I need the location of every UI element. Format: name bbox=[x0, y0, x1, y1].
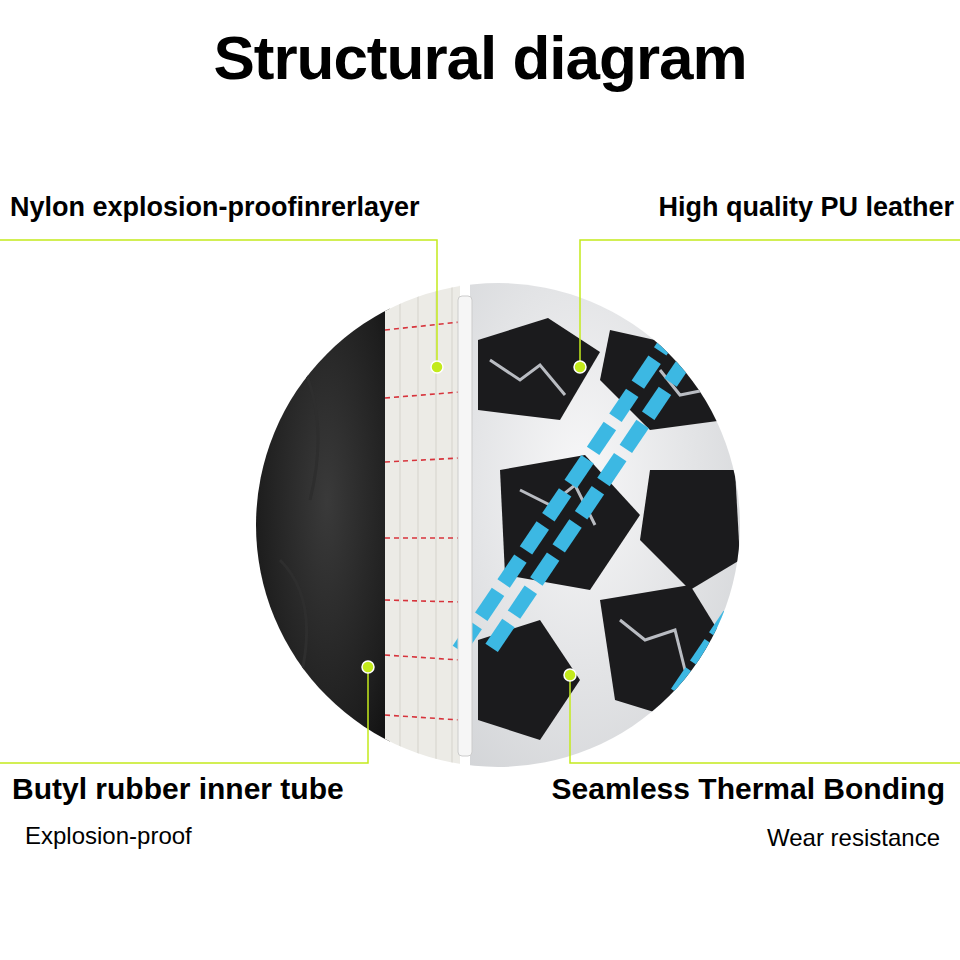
callout-label: Nylon explosion-proofinrerlayer bbox=[10, 192, 420, 223]
nylon-weave-line bbox=[400, 280, 401, 770]
blue-stripe bbox=[609, 389, 638, 422]
blue-stripe bbox=[632, 356, 661, 389]
nylon-red-threads bbox=[385, 322, 460, 720]
black-panel bbox=[600, 330, 725, 430]
red-thread bbox=[385, 600, 460, 602]
leader-line bbox=[580, 240, 960, 362]
leader-dot bbox=[574, 361, 586, 373]
blue-stripe bbox=[553, 519, 582, 552]
blue-stripe bbox=[620, 420, 649, 453]
blue-stripe bbox=[485, 619, 514, 652]
blue-stripe bbox=[520, 521, 549, 554]
blue-stripe bbox=[542, 488, 571, 521]
callout-label: Butyl rubber inner tube bbox=[12, 772, 344, 807]
layer-divider bbox=[458, 296, 472, 756]
blue-stripe bbox=[664, 353, 693, 386]
ball-cutaway bbox=[250, 280, 750, 770]
blue-stripe bbox=[642, 387, 671, 420]
black-panel bbox=[478, 318, 600, 420]
leader-lines bbox=[0, 240, 960, 763]
blue-stripe bbox=[597, 453, 626, 486]
callout-note: Explosion-proof bbox=[25, 822, 192, 850]
diagram-title: Structural diagram bbox=[0, 22, 960, 93]
blue-stripe bbox=[690, 639, 716, 668]
red-thread bbox=[385, 392, 460, 398]
leader-line bbox=[0, 672, 368, 763]
leader-dots bbox=[362, 361, 586, 681]
rubber-texture bbox=[280, 360, 318, 680]
blue-stripe bbox=[709, 611, 735, 640]
blue-stripe bbox=[587, 422, 616, 455]
leader-dot bbox=[564, 669, 576, 681]
blue-stripe bbox=[497, 554, 526, 587]
black-panels bbox=[478, 318, 740, 740]
pu-leather-shell bbox=[470, 280, 750, 770]
red-thread bbox=[385, 537, 460, 539]
red-thread bbox=[385, 322, 460, 330]
butyl-rubber-tube bbox=[250, 280, 390, 770]
callout-label: Seamless Thermal Bonding bbox=[552, 772, 945, 807]
blue-stripe bbox=[530, 552, 559, 585]
nylon-weave-line bbox=[418, 280, 419, 770]
red-thread bbox=[385, 715, 460, 720]
nylon-weave bbox=[400, 280, 452, 770]
leader-line bbox=[570, 680, 960, 763]
leader-dot bbox=[362, 661, 374, 673]
blue-stripe bbox=[565, 455, 594, 488]
nylon-weave-line bbox=[452, 280, 453, 770]
callout-label: High quality PU leather bbox=[658, 192, 954, 223]
blue-stripe bbox=[654, 322, 683, 355]
nylon-layer bbox=[385, 280, 460, 770]
blue-stripe bbox=[508, 586, 537, 619]
red-thread bbox=[385, 458, 460, 462]
silver-scribbles bbox=[490, 360, 705, 670]
black-panel bbox=[640, 470, 740, 590]
blue-stripes bbox=[671, 611, 735, 697]
leader-line bbox=[0, 240, 437, 362]
red-thread bbox=[385, 655, 460, 660]
blue-stripe bbox=[671, 667, 697, 696]
blue-stripes bbox=[453, 322, 705, 668]
blue-stripe bbox=[575, 486, 604, 519]
black-panel bbox=[600, 585, 730, 720]
silver-scribble bbox=[490, 360, 705, 670]
blue-stripe bbox=[475, 588, 504, 621]
leader-dot bbox=[431, 361, 443, 373]
callout-note: Wear resistance bbox=[767, 824, 940, 852]
